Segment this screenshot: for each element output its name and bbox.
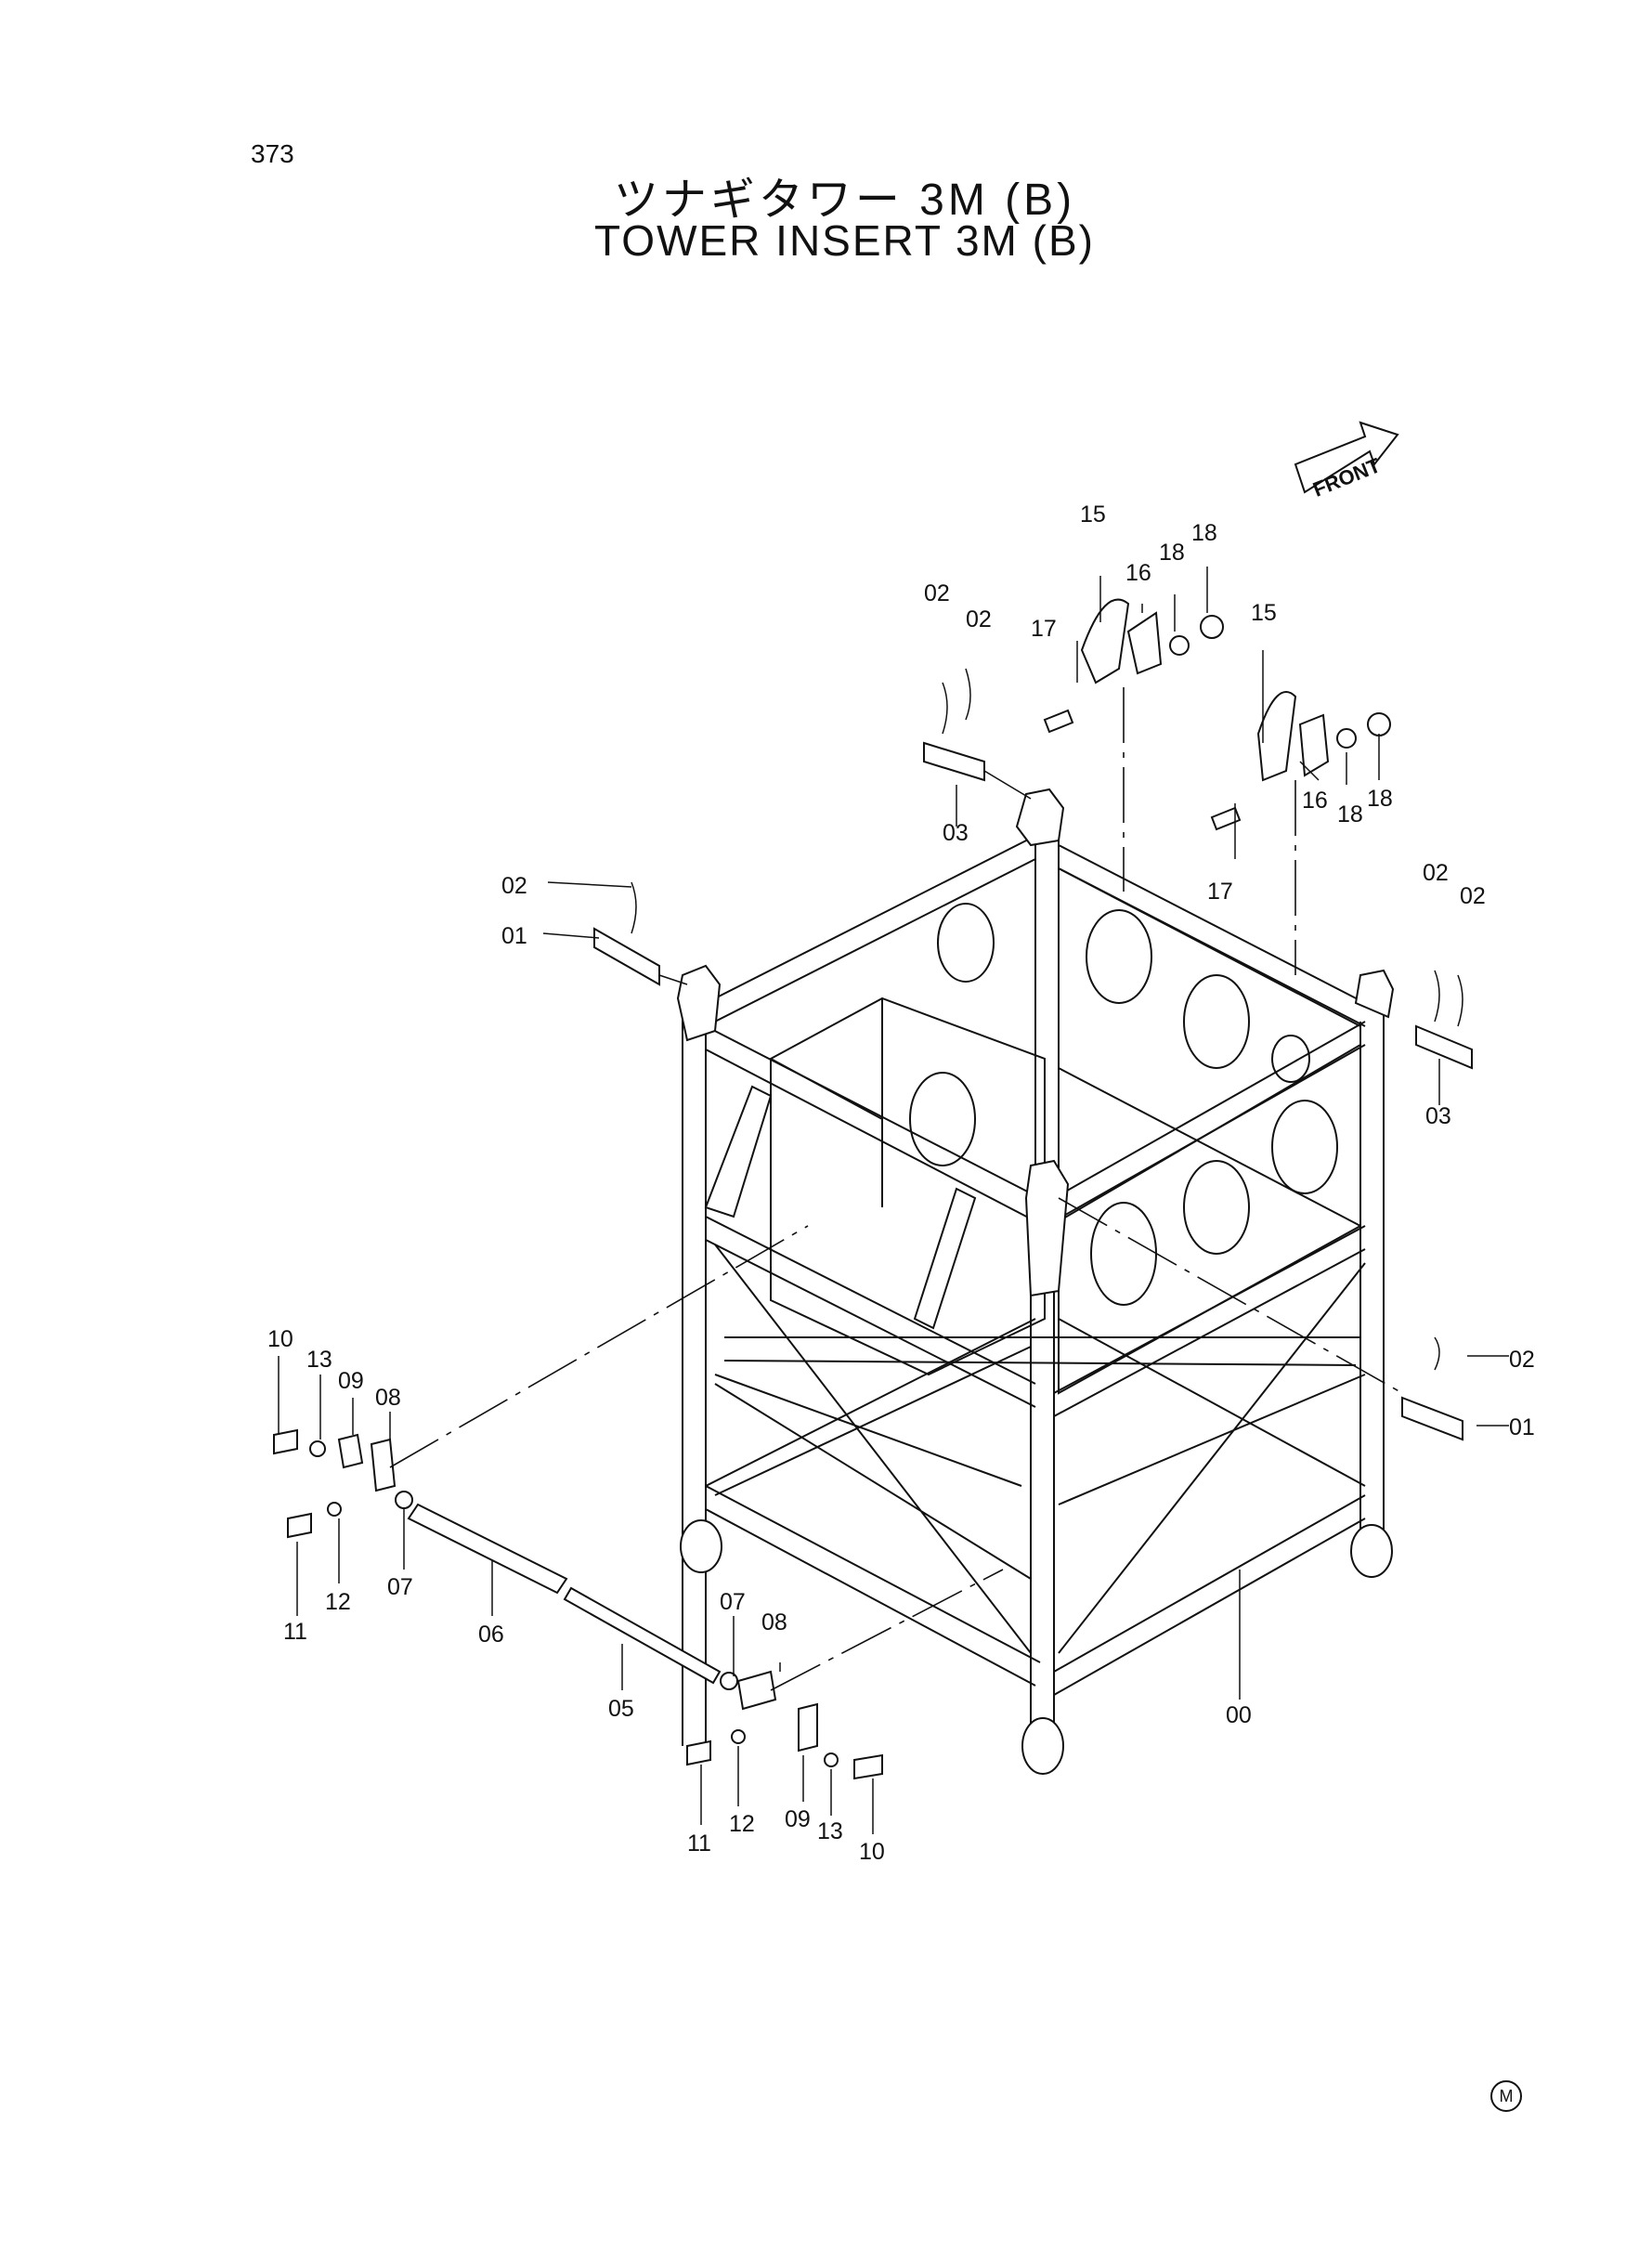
pins <box>593 668 1473 1441</box>
callout-17: 17 <box>1207 879 1233 905</box>
callout-16: 16 <box>1302 788 1328 814</box>
callout-08: 08 <box>761 1609 787 1635</box>
callout-06: 06 <box>478 1622 504 1648</box>
callout-02: 02 <box>501 873 527 899</box>
callout-07: 07 <box>720 1589 746 1615</box>
callout-18: 18 <box>1159 540 1185 566</box>
callout-01: 01 <box>501 923 527 949</box>
callout-00: 00 <box>1226 1702 1252 1728</box>
callout-05: 05 <box>608 1696 634 1722</box>
callout-13: 13 <box>817 1818 843 1844</box>
callout-18: 18 <box>1367 786 1393 812</box>
callout-09: 09 <box>785 1806 811 1832</box>
callout-03: 03 <box>943 820 969 846</box>
callout-12: 12 <box>729 1811 755 1837</box>
registered-mark: M <box>1490 2080 1522 2112</box>
front-label: FRONT <box>1309 453 1384 502</box>
callout-02: 02 <box>1423 860 1449 886</box>
callout-17: 17 <box>1031 616 1057 642</box>
page-number: 373 <box>251 139 294 168</box>
callout-18: 18 <box>1191 520 1217 546</box>
callout-15: 15 <box>1080 502 1106 528</box>
title-english: TOWER INSERT 3M (B) <box>594 216 1095 265</box>
callout-07: 07 <box>387 1574 413 1600</box>
title-japanese: ツナギタワー 3M (B) <box>613 176 1076 225</box>
callout-03: 03 <box>1425 1103 1451 1129</box>
callout-11: 11 <box>687 1831 711 1857</box>
front-arrow: FRONT <box>1294 421 1399 502</box>
callout-10: 10 <box>859 1839 885 1865</box>
leader-lines <box>278 567 1509 1834</box>
callout-09: 09 <box>338 1368 364 1394</box>
callout-16: 16 <box>1125 560 1151 586</box>
rod-assembly <box>273 1225 1004 1780</box>
tower-frame <box>676 788 1395 1775</box>
callout-13: 13 <box>306 1347 332 1373</box>
callout-labels: 15 18 18 16 02 02 17 15 03 16 18 18 17 0… <box>267 502 1535 1865</box>
callout-02: 02 <box>924 580 950 606</box>
callout-12: 12 <box>325 1589 351 1615</box>
callout-08: 08 <box>375 1385 401 1411</box>
callout-02: 02 <box>1509 1347 1535 1373</box>
callout-11: 11 <box>283 1619 307 1645</box>
callout-02: 02 <box>1460 883 1486 909</box>
callout-10: 10 <box>267 1326 293 1352</box>
top-parts <box>1043 598 1391 975</box>
callout-15: 15 <box>1251 600 1277 626</box>
callout-01: 01 <box>1509 1414 1535 1440</box>
callout-18: 18 <box>1337 801 1363 827</box>
callout-02: 02 <box>966 606 992 632</box>
